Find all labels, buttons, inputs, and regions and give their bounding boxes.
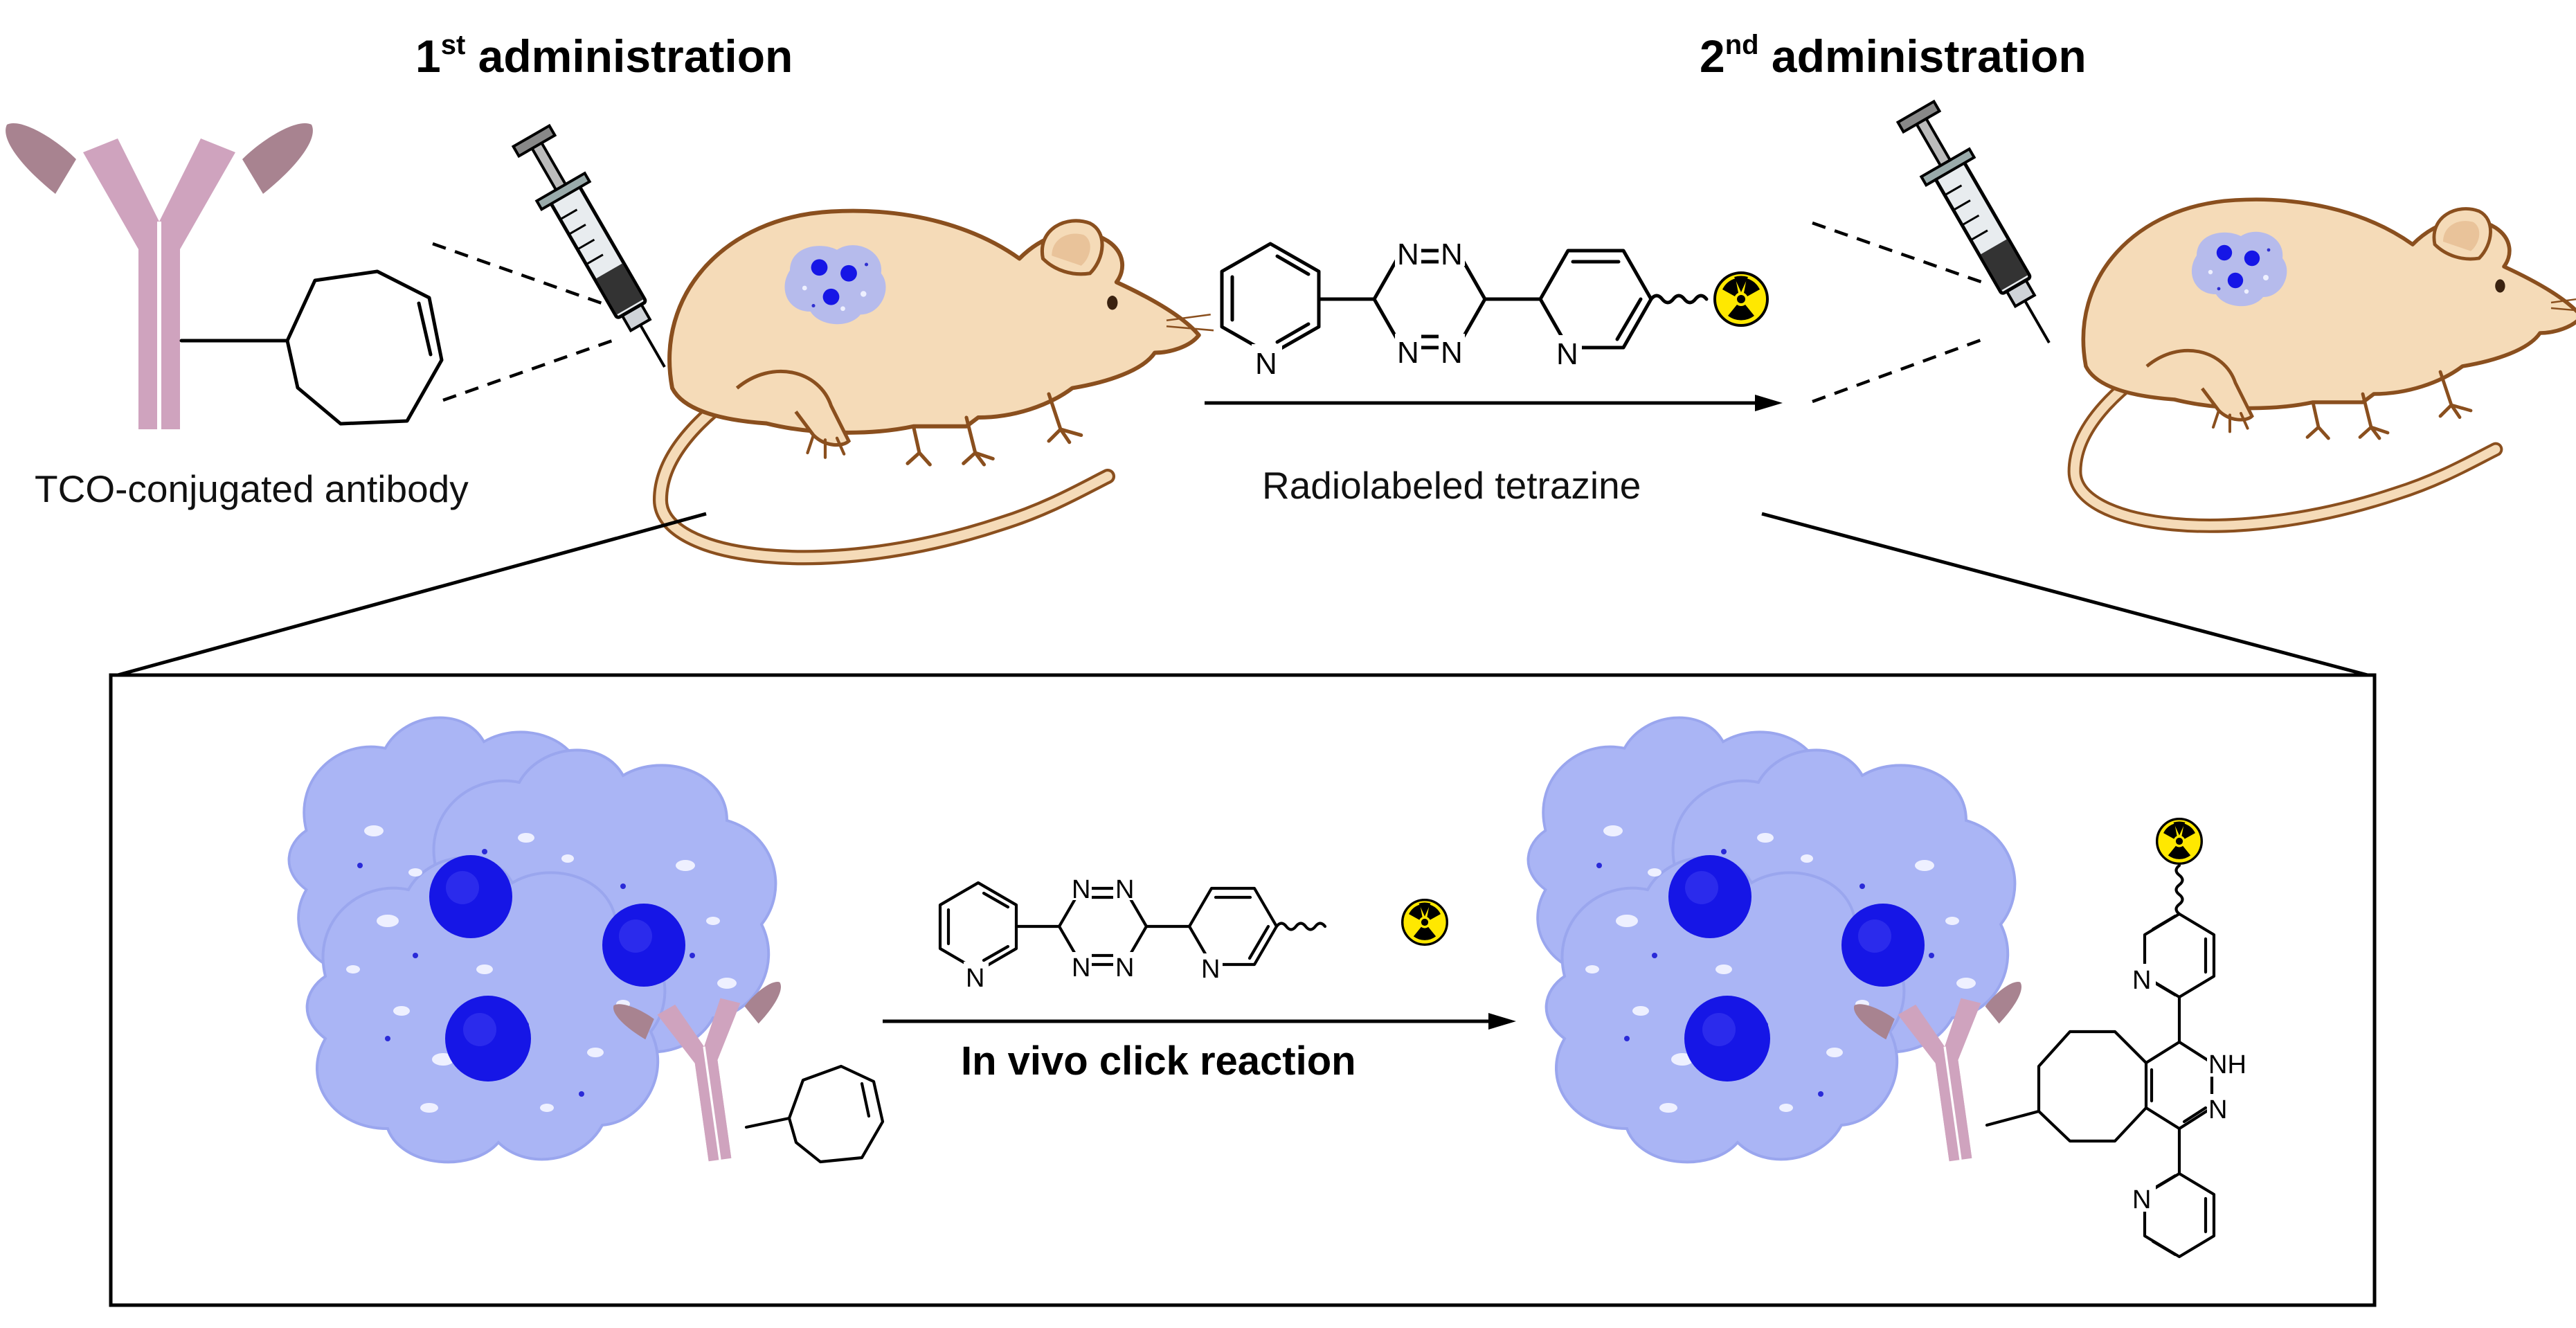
mouse-icon xyxy=(2075,199,2576,526)
click-reaction-label: In vivo click reaction xyxy=(961,1039,1356,1084)
tetrazine-structure: N N N N N N xyxy=(1220,235,1709,381)
atom-n: N xyxy=(1072,953,1090,982)
atom-n: N xyxy=(966,964,984,993)
second-administration-title: 2nd administration xyxy=(1700,30,2087,82)
mouse-icon xyxy=(660,211,1214,558)
syringe-icon xyxy=(1892,98,2073,357)
antibody-icon xyxy=(6,123,313,429)
antibody-label: TCO-conjugated antibody xyxy=(35,467,469,510)
syringe-icon xyxy=(507,123,689,381)
tumor-cell-icon xyxy=(1526,716,2017,1164)
dashed-connector xyxy=(1812,221,1988,286)
first-administration-title: 1st administration xyxy=(415,30,793,82)
atom-n: N xyxy=(1397,237,1419,271)
atom-n: N xyxy=(1441,336,1463,370)
atom-n: N xyxy=(1255,347,1277,381)
dashed-connector xyxy=(442,337,617,402)
atom-n: N xyxy=(2132,1185,2151,1214)
atom-nh: NH xyxy=(2208,1050,2246,1079)
zoom-line xyxy=(1761,512,2368,677)
atom-n: N xyxy=(1397,336,1419,370)
atom-n: N xyxy=(2132,966,2151,995)
atom-n: N xyxy=(1115,875,1134,904)
tetrazine-label: Radiolabeled tetrazine xyxy=(1262,464,1641,507)
atom-n: N xyxy=(1072,875,1090,904)
zoom-box xyxy=(109,673,2377,1307)
zoom-line xyxy=(117,512,707,677)
atom-n: N xyxy=(1115,953,1134,982)
dashed-connector xyxy=(432,242,606,307)
radioactive-icon xyxy=(1400,898,1449,946)
tumor-cell-icon xyxy=(287,716,777,1164)
radioactive-icon xyxy=(2155,817,2204,865)
atom-n: N xyxy=(1556,337,1578,371)
tetrazine-structure: N N N N N N xyxy=(938,874,1327,993)
atom-n: N xyxy=(1201,955,1220,984)
tco-ring xyxy=(179,269,444,426)
dashed-connector xyxy=(1812,336,1988,404)
tco-ring xyxy=(744,1064,885,1164)
click-product-structure: N NH N N xyxy=(1985,863,2251,1259)
atom-n: N xyxy=(2208,1095,2227,1124)
radioactive-icon xyxy=(1713,271,1769,327)
atom-n: N xyxy=(1441,237,1463,271)
